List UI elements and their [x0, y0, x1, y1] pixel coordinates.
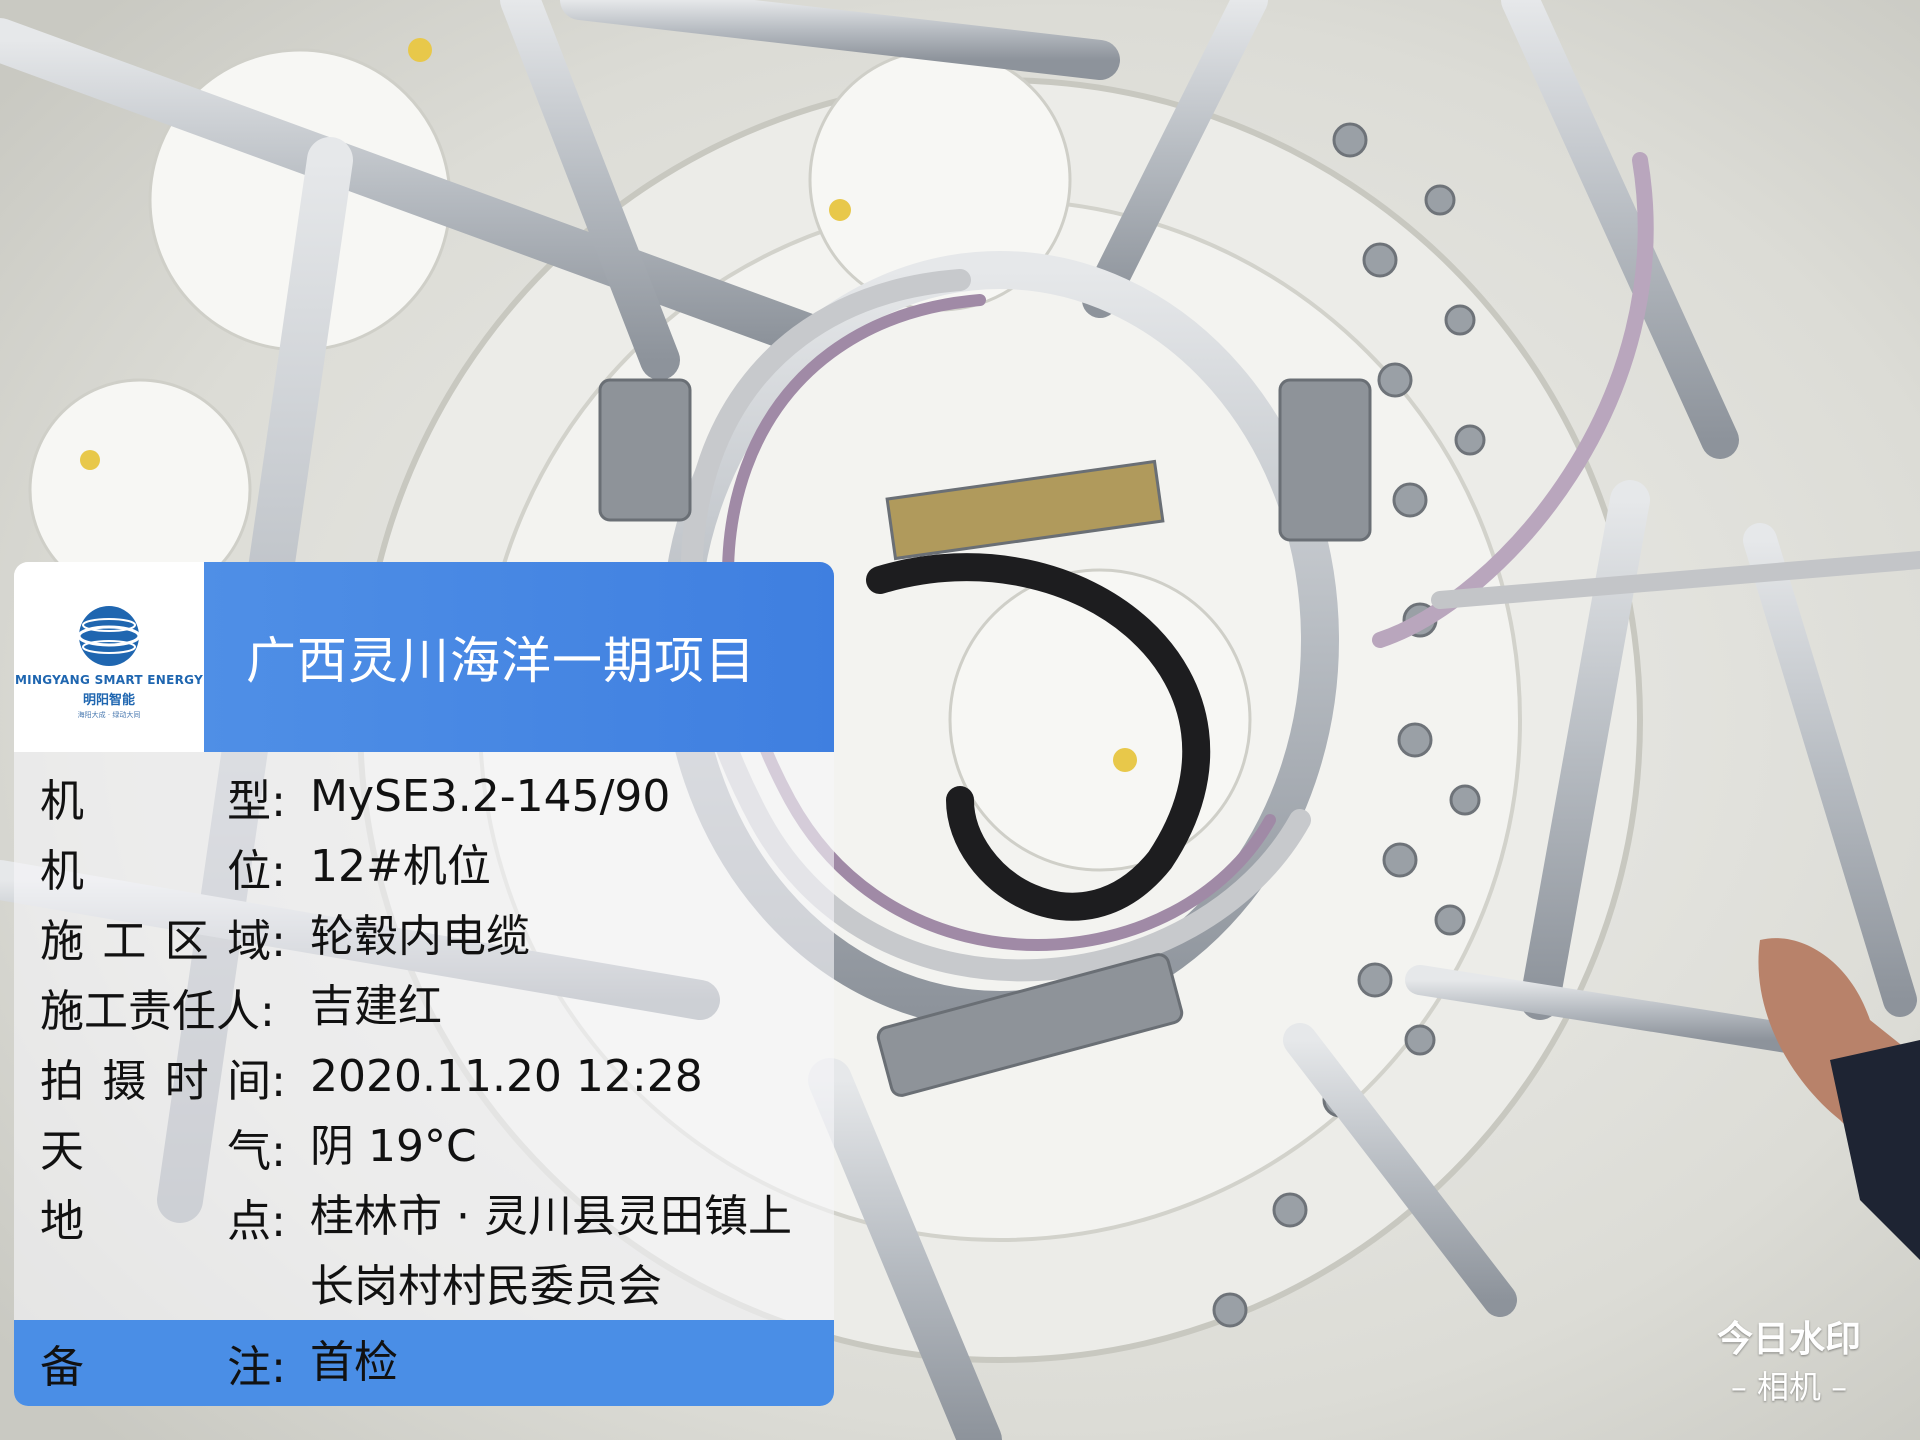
field-row-position: 机位: 12#机位	[14, 832, 834, 902]
field-value-area: 轮毂内电缆	[310, 911, 530, 962]
field-row-model: 机型: MySE3.2-145/90	[14, 762, 834, 832]
field-label: 施工责任人:	[40, 986, 275, 1037]
field-value-responsible: 吉建红	[310, 981, 442, 1032]
field-value-location-line2: 长岗村村民委员会	[310, 1261, 662, 1312]
field-row-location-cont: 长岗村村民委员会	[14, 1252, 834, 1322]
note-bar: 备注: 首检	[14, 1320, 834, 1406]
note-value: 首检	[310, 1337, 398, 1388]
field-label: 机位:	[40, 846, 286, 897]
field-row-area: 施工区域: 轮毂内电缆	[14, 902, 834, 972]
field-label: 机型:	[40, 776, 286, 827]
field-label: 地点:	[40, 1196, 286, 1247]
note-label: 备注:	[40, 1342, 286, 1393]
app-watermark-name: 今日水印	[1716, 1319, 1861, 1360]
brand-tagline: 海阳大成 · 绿动大同	[77, 710, 141, 719]
field-value-time: 2020.11.20 12:28	[310, 1051, 703, 1102]
watermark-card: MINGYANG SMART ENERGY 明阳智能 海阳大成 · 绿动大同 广…	[14, 562, 834, 1406]
field-row-responsible: 施工责任人: 吉建红	[14, 972, 834, 1042]
project-title: 广西灵川海洋一期项目	[204, 562, 834, 752]
field-row-weather: 天气: 阴 19°C	[14, 1112, 834, 1182]
field-label: 天气:	[40, 1126, 286, 1177]
field-value-weather: 阴 19°C	[310, 1121, 477, 1172]
field-value-location: 桂林市 · 灵川县灵田镇上	[310, 1191, 792, 1242]
card-header: MINGYANG SMART ENERGY 明阳智能 海阳大成 · 绿动大同 广…	[14, 562, 834, 752]
field-label: 拍摄时间:	[40, 1056, 286, 1107]
app-watermark-sub: – 相机 –	[1730, 1368, 1848, 1406]
company-logo: MINGYANG SMART ENERGY 明阳智能 海阳大成 · 绿动大同	[14, 562, 204, 752]
field-value-model: MySE3.2-145/90	[310, 771, 671, 822]
app-watermark: 今日水印 – 相机 –	[1694, 1316, 1884, 1410]
field-row-time: 拍摄时间: 2020.11.20 12:28	[14, 1042, 834, 1112]
mingyang-globe-icon	[77, 605, 141, 666]
brand-name-cn: 明阳智能	[82, 692, 135, 708]
field-row-location: 地点: 桂林市 · 灵川县灵田镇上	[14, 1182, 834, 1252]
brand-name-en: MINGYANG SMART ENERGY	[14, 672, 204, 687]
field-value-position: 12#机位	[310, 841, 491, 892]
field-label: 施工区域:	[40, 916, 286, 967]
